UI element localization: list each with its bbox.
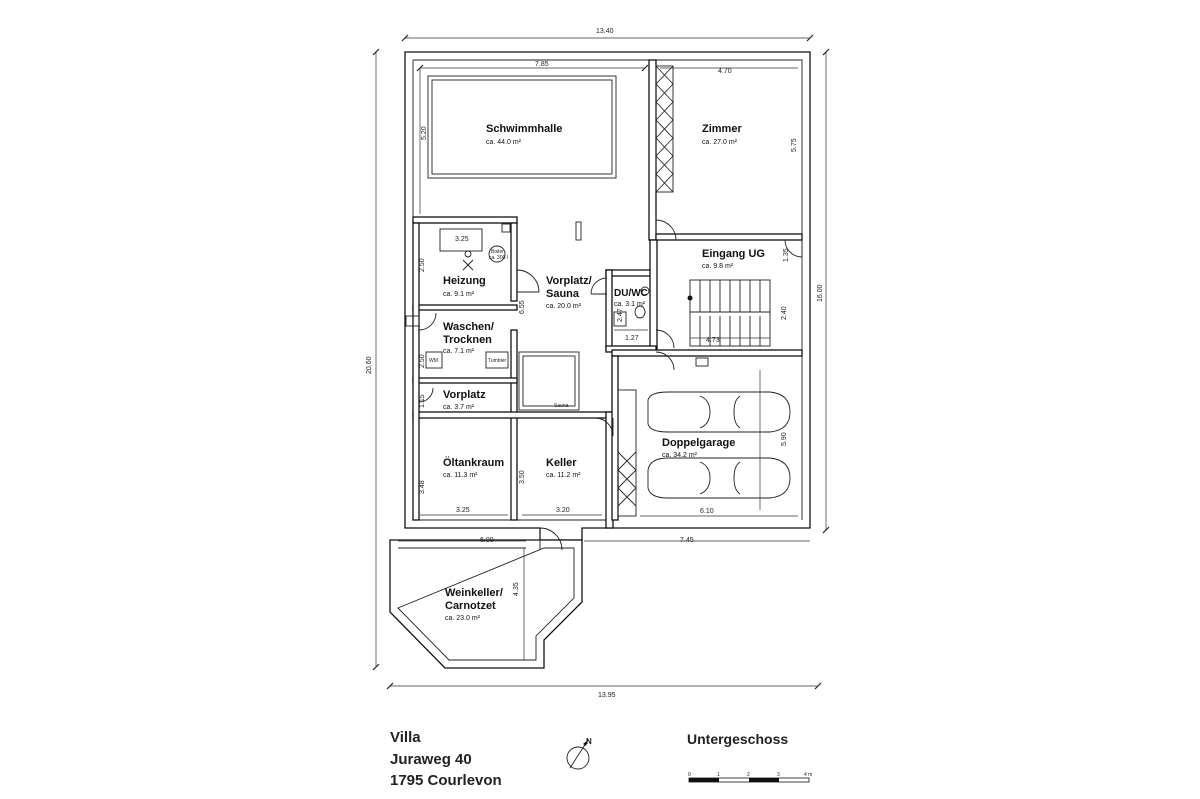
room-doppelgarage: Doppelgarage xyxy=(662,437,735,449)
room-waschen-2: Trocknen xyxy=(443,334,492,346)
wm-label: WM xyxy=(429,358,438,364)
staircase: 4.73 2.40 1.35 xyxy=(687,248,790,347)
area-oeltankraum: ca. 11.3 m² xyxy=(443,472,478,479)
address-villa: Villa xyxy=(390,729,421,746)
dim-stair-height: 2.40 xyxy=(781,306,788,320)
room-labels: Schwimmhalle ca. 44.0 m² Zimmer ca. 27.0… xyxy=(443,123,765,622)
dim-garage-width: 6.10 xyxy=(700,508,714,515)
dim-keller-width: 3.20 xyxy=(556,507,570,514)
interior-walls xyxy=(412,59,803,529)
scale-label-1: 1 xyxy=(717,772,720,778)
boiler-sub: ca. 300 l xyxy=(489,255,508,261)
area-weinkeller: ca. 23.0 m² xyxy=(445,615,481,622)
scale-label-4: 4 m xyxy=(804,772,812,778)
dim-keller-height: 3.50 xyxy=(519,470,526,484)
doors xyxy=(418,219,803,551)
dim-right-total: 16.00 xyxy=(817,284,824,302)
north-label: N xyxy=(586,737,592,746)
dim-top-total: 13.40 xyxy=(596,28,614,35)
boiler-label: Boiler xyxy=(491,249,504,255)
dwc-fixtures: 2.47 1.27 xyxy=(613,286,650,342)
dim-pool-width: 7.85 xyxy=(535,61,549,68)
room-waschen-1: Waschen/ xyxy=(443,321,494,333)
dim-oeltank-width: 3.25 xyxy=(456,507,470,514)
room-keller: Keller xyxy=(546,457,577,469)
dim-pool-height: 5.20 xyxy=(421,126,428,140)
tumbler-label: Tumbler xyxy=(488,358,506,364)
dim-garage-bottom: 7.45 xyxy=(680,537,694,544)
area-vorplatz-sauna: ca. 20.0 m² xyxy=(546,303,582,310)
level-title: Untergeschoss xyxy=(687,731,789,747)
dim-dwc-height: 2.47 xyxy=(617,308,624,322)
dim-bottom-total: 13.95 xyxy=(598,692,616,699)
zimmer-dimensions: 4.70 5.75 xyxy=(660,67,798,152)
dim-heizung-width: 3.25 xyxy=(455,236,469,243)
area-eingang: ca. 9.8 m² xyxy=(702,263,734,270)
left-column-dims: 1.15 3.48 3.25 3.20 3.50 6.55 xyxy=(419,300,602,516)
address-street: Juraweg 40 xyxy=(390,751,472,768)
room-duwc: DU/WC xyxy=(614,288,648,299)
garage-cars: 5.90 6.10 xyxy=(640,357,798,517)
dim-vorplatz-small-height: 1.15 xyxy=(419,394,426,408)
dim-wine-height: 4.35 xyxy=(513,582,520,596)
address-city: 1795 Courlevon xyxy=(390,772,502,789)
scale-label-2: 2 xyxy=(747,772,750,778)
area-duwc: ca. 3.1 m² xyxy=(614,301,646,308)
lower-dims: 6.00 7.45 4.35 xyxy=(398,537,810,660)
area-heizung: ca. 9.1 m² xyxy=(443,291,475,298)
dim-garage-height: 5.90 xyxy=(781,432,788,446)
overall-dimensions: 13.40 13.95 20.60 16.00 xyxy=(366,28,830,699)
room-schwimmhalle: Schwimmhalle xyxy=(486,123,562,135)
room-heizung: Heizung xyxy=(443,275,486,287)
room-oeltankraum: Öltankraum xyxy=(443,456,504,469)
area-vorplatz: ca. 3.7 m² xyxy=(443,404,475,411)
outer-walls xyxy=(389,51,811,669)
waschen-fixtures: WM Tumbler 2.50 xyxy=(405,315,509,369)
dim-waschen-height: 2.50 xyxy=(419,354,426,368)
area-waschen: ca. 7.1 m² xyxy=(443,348,475,355)
room-weinkeller-1: Weinkeller/ xyxy=(445,587,503,599)
room-vorplatz-sauna-2: Sauna xyxy=(546,288,580,300)
dim-eingang-height: 1.35 xyxy=(783,248,790,262)
dim-wine-width: 6.00 xyxy=(480,537,494,544)
scale-label-0: 0 xyxy=(688,772,691,778)
dim-zimmer-width: 4.70 xyxy=(718,68,732,75)
dim-dwc-width: 1.27 xyxy=(625,335,639,342)
dim-oeltank-height: 3.48 xyxy=(419,480,426,494)
area-zimmer: ca. 27.0 m² xyxy=(702,139,738,146)
swimming-pool: 7.85 5.20 xyxy=(416,61,649,241)
scale-bar: 0 1 2 3 4 m xyxy=(688,772,812,783)
area-doppelgarage: ca. 34.2 m² xyxy=(662,452,698,459)
glass-block-column xyxy=(617,65,674,517)
dim-stair-width: 4.73 xyxy=(706,337,720,344)
room-weinkeller-2: Carnotzet xyxy=(445,600,496,612)
sauna-label: Sauna xyxy=(554,403,569,409)
room-eingang: Eingang UG xyxy=(702,248,765,260)
scale-label-3: 3 xyxy=(777,772,780,778)
room-vorplatz-sauna-1: Vorplatz/ xyxy=(546,275,592,287)
dim-heizung-height: 2.50 xyxy=(419,258,426,272)
area-schwimmhalle: ca. 44.0 m² xyxy=(486,139,522,146)
north-arrow-icon: N xyxy=(566,737,592,770)
room-zimmer: Zimmer xyxy=(702,123,742,135)
dim-zimmer-height: 5.75 xyxy=(791,138,798,152)
area-keller: ca. 11.2 m² xyxy=(546,472,581,479)
heizung-fixtures: 3.25 Boiler ca. 300 l 2.50 xyxy=(419,223,511,272)
dim-left-total: 20.60 xyxy=(366,356,373,374)
dim-vorplatz-height: 6.55 xyxy=(519,300,526,314)
room-vorplatz: Vorplatz xyxy=(443,389,486,401)
